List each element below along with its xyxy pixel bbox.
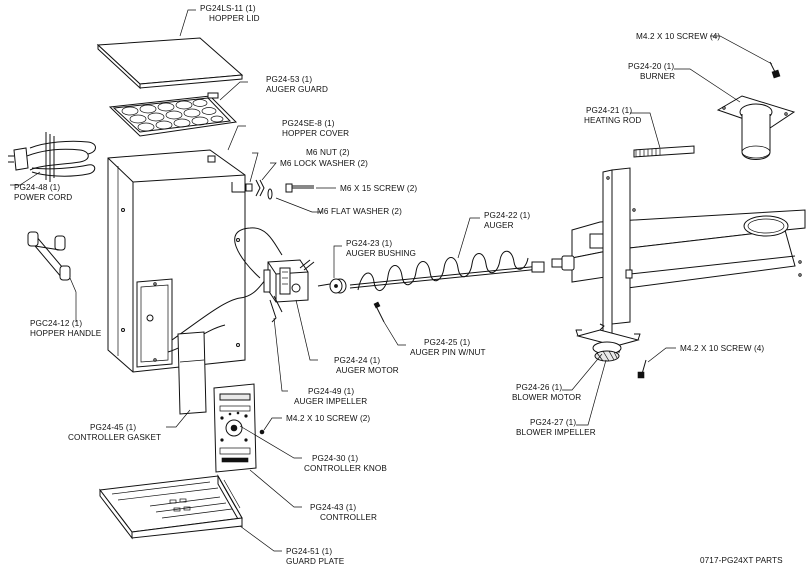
label-hopper-cover: PG24SE-8 (1) HOPPER COVER (282, 119, 349, 138)
m6-hardware-part (245, 179, 314, 200)
controller-part (213, 383, 257, 473)
label-controller-knob: PG24-30 (1) CONTROLLER KNOB (304, 454, 387, 473)
auger-part (349, 250, 545, 291)
label-auger-bushing: PG24-23 (1) AUGER BUSHING (346, 239, 416, 258)
controller-gasket-part (177, 331, 207, 415)
label-heating-rod: PG24-21 (1) HEATING ROD (584, 106, 641, 125)
heating-rod-part (633, 145, 695, 158)
auger-impeller-part (269, 295, 283, 323)
leader-lines (10, 9, 773, 552)
footer-code: 0717-PG24XT PARTS (700, 556, 783, 565)
controller-screw-part (259, 429, 265, 435)
label-guard-plate: PG24-51 (1) GUARD PLATE (286, 547, 345, 566)
label-m42-screw-burner: M4.2 X 10 SCREW (4) (636, 32, 720, 41)
label-auger-pin: PG24-25 (1) AUGER PIN W/NUT (410, 338, 486, 357)
label-auger-impeller: PG24-49 (1) AUGER IMPELLER (294, 387, 367, 406)
label-auger-guard: PG24-53 (1) AUGER GUARD (266, 75, 328, 94)
blower-motor-part (575, 323, 641, 362)
label-m42-screw-blower: M4.2 X 10 SCREW (4) (680, 344, 764, 353)
label-burner: PG24-20 (1) BURNER (628, 62, 677, 81)
label-hopper-lid: PG24LS-11 (1) HOPPER LID (200, 4, 260, 23)
hopper-lid-part (96, 37, 244, 90)
burner-part (716, 95, 796, 160)
label-m6-lock-washer: M6 LOCK WASHER (2) (280, 159, 368, 168)
hopper-handle-part (27, 231, 71, 281)
label-auger: PG24-22 (1) AUGER (484, 211, 533, 230)
label-power-cord: PG24-48 (1) POWER CORD (14, 183, 72, 202)
auger-motor-part (263, 259, 315, 303)
auger-guard-part (108, 92, 238, 137)
label-m6-nut: M6 NUT (2) (306, 148, 350, 157)
label-blower-impeller: PG24-27 (1) BLOWER IMPELLER (516, 418, 596, 437)
label-m42-screw-ctrl: M4.2 X 10 SCREW (2) (286, 414, 370, 423)
blower-screws-part (637, 359, 647, 379)
auger-bushing-part (317, 278, 347, 294)
power-cord-part (8, 132, 96, 182)
auger-tube-part (551, 167, 806, 351)
label-blower-motor: PG24-26 (1) BLOWER MOTOR (512, 383, 581, 402)
label-controller: PG24-43 (1) CONTROLLER (310, 503, 377, 522)
label-hopper-handle: PGC24-12 (1) HOPPER HANDLE (30, 319, 102, 338)
label-auger-motor: PG24-24 (1) AUGER MOTOR (334, 356, 399, 375)
label-m6-flat-washer: M6 FLAT WASHER (2) (317, 207, 402, 216)
hopper-body-part (107, 149, 283, 373)
burner-screws-part (769, 61, 781, 79)
labels: PG24LS-11 (1) HOPPER LID PG24-53 (1) AUG… (14, 4, 783, 566)
label-controller-gasket: PG24-45 (1) CONTROLLER GASKET (68, 423, 161, 442)
auger-pin-part (373, 301, 385, 323)
guard-plate-part (99, 474, 243, 540)
label-m6-screw: M6 X 15 SCREW (2) (340, 184, 417, 193)
